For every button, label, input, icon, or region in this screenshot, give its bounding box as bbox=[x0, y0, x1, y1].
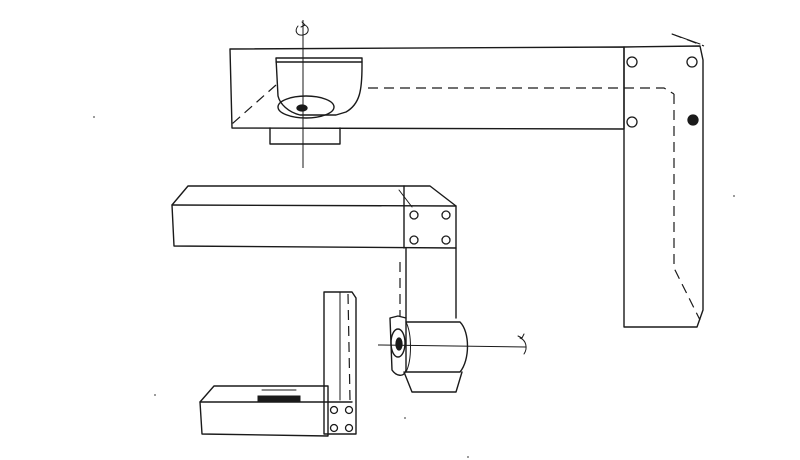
mount-hole bbox=[626, 56, 638, 68]
upper-leg-hidden-edge bbox=[673, 94, 701, 321]
mount-hole bbox=[686, 56, 698, 68]
small-vertical-leg bbox=[323, 291, 357, 435]
middle-beam-top-edge bbox=[171, 204, 457, 207]
mount-hole bbox=[329, 405, 339, 415]
top-beam-hidden-centerline bbox=[368, 87, 675, 95]
cup-housing bbox=[275, 57, 363, 116]
middle-bracket bbox=[171, 185, 457, 319]
housing-body bbox=[405, 321, 469, 373]
upper-vertical-leg bbox=[623, 45, 704, 328]
cylinder-housing bbox=[377, 315, 527, 393]
cup-bore-center bbox=[296, 104, 308, 112]
middle-beam-divider-2 bbox=[398, 189, 413, 208]
upper-leg-bevel bbox=[671, 33, 701, 45]
housing-flange-center bbox=[395, 337, 403, 351]
cup-bore bbox=[277, 95, 335, 119]
mount-hole bbox=[344, 405, 354, 415]
mount-hole bbox=[344, 423, 354, 433]
rotation-arrow-icon bbox=[517, 333, 527, 355]
small-leg-hidden bbox=[347, 293, 351, 401]
mount-hole bbox=[441, 235, 451, 245]
middle-vertical-leg bbox=[405, 247, 457, 319]
housing-flange-bore bbox=[390, 328, 406, 358]
mount-hole bbox=[441, 210, 451, 220]
cup-hub bbox=[269, 127, 341, 145]
housing-base bbox=[403, 371, 463, 393]
top-beam-hidden-edge bbox=[231, 84, 277, 125]
small-angle-bracket bbox=[199, 291, 357, 437]
mount-hole bbox=[687, 114, 699, 126]
mount-hole bbox=[329, 423, 339, 433]
horizontal-rotation-axis bbox=[377, 344, 527, 348]
mount-hole bbox=[409, 235, 419, 245]
paper-specks bbox=[93, 116, 735, 458]
housing-front-edge bbox=[405, 321, 411, 373]
base-slot bbox=[257, 395, 301, 403]
upper-bracket-assembly bbox=[229, 20, 705, 328]
housing-flange bbox=[389, 315, 407, 376]
small-base bbox=[199, 385, 329, 437]
rotation-arrow-icon bbox=[295, 21, 309, 36]
mount-hole bbox=[409, 210, 419, 220]
mount-hole bbox=[626, 116, 638, 128]
